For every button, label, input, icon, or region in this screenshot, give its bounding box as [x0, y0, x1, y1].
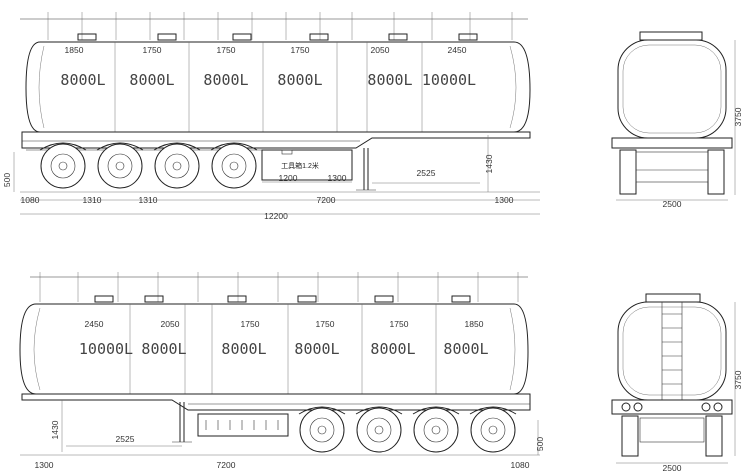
compartment-dim: 1750: [241, 319, 260, 329]
bottom-end-view: 3750 2500: [611, 293, 743, 473]
ladder: [661, 302, 683, 400]
handrail-posts: [47, 12, 513, 40]
compartment-dim: 1850: [65, 45, 84, 55]
wheels: [39, 142, 258, 189]
compartment-capacity: 8000L: [294, 340, 339, 358]
wheel: [154, 143, 200, 189]
end-view-height: 3750: [733, 107, 743, 126]
dim-1430: 1430: [50, 420, 60, 439]
compartment-capacity: 10000L: [79, 340, 133, 358]
compartment-dim: 1850: [465, 319, 484, 329]
compartment-dim: 1750: [143, 45, 162, 55]
toolbox-label: 工具箱1.2米: [281, 161, 319, 170]
dim-1080: 1080: [511, 460, 530, 470]
compartment-capacity: 8000L: [129, 71, 174, 89]
dim-500: 500: [535, 437, 545, 451]
compartment-dim: 2050: [161, 319, 180, 329]
compartment-capacity: 8000L: [141, 340, 186, 358]
chassis-frame: [21, 131, 531, 149]
handrail-posts: [39, 272, 519, 302]
dim-7200: 7200: [217, 460, 236, 470]
end-view-height: 3750: [733, 370, 743, 389]
landing-gear: [172, 402, 192, 443]
dim-2525: 2525: [116, 434, 135, 444]
compartment-dim: 1750: [217, 45, 236, 55]
compartment-partitions: [114, 42, 423, 132]
wheel: [299, 407, 345, 453]
compartment-dim: 1750: [316, 319, 335, 329]
compartment-capacity: 8000L: [367, 71, 412, 89]
manhole-covers: [94, 295, 471, 303]
compartment-dim: 1750: [291, 45, 310, 55]
dim-2525: 2525: [417, 168, 436, 178]
dim-1200: 1200: [279, 173, 298, 183]
dim-500: 500: [2, 173, 12, 187]
top-side-view: 1850 1750 1750 1750 2050 2450 8000L 8000…: [2, 12, 540, 221]
wheel: [40, 143, 86, 189]
dim-1300-front: 1300: [495, 195, 514, 205]
tank-end-shell: [617, 301, 727, 401]
compartment-dim: 2450: [85, 319, 104, 329]
end-frame: [611, 399, 733, 415]
compartment-capacity: 8000L: [277, 71, 322, 89]
manhole-covers: [77, 33, 478, 41]
dim-1300: 1300: [35, 460, 54, 470]
end-view-width: 2500: [663, 199, 682, 209]
wheel: [470, 407, 516, 453]
compartment-capacity: 8000L: [221, 340, 266, 358]
side-box: [197, 413, 289, 437]
top-end-view: 3750 2500: [611, 31, 743, 209]
dim-1080: 1080: [21, 195, 40, 205]
compartment-capacity: 8000L: [203, 71, 248, 89]
compartment-capacity: 10000L: [422, 71, 476, 89]
dim-12200: 12200: [264, 211, 288, 221]
wheel: [413, 407, 459, 453]
dim-1310: 1310: [83, 195, 102, 205]
dim-1430: 1430: [484, 154, 494, 173]
chassis-frame: [21, 393, 531, 411]
dim-1300-box: 1300: [328, 173, 347, 183]
end-frame: [611, 137, 733, 149]
tail-lights: [621, 402, 723, 412]
compartment-capacity: 8000L: [60, 71, 105, 89]
landing-gear: [356, 148, 376, 191]
toolbox: [261, 149, 353, 181]
dim-1310: 1310: [139, 195, 158, 205]
compartment-dim: 2450: [448, 45, 467, 55]
compartment-dim: 2050: [371, 45, 390, 55]
dim-7200: 7200: [317, 195, 336, 205]
compartment-capacity: 8000L: [443, 340, 488, 358]
bottom-side-view: 2450 2050 1750 1750 1750 1850 10000L 800…: [19, 272, 545, 470]
wheel: [211, 143, 257, 189]
compartment-dim: 1750: [390, 319, 409, 329]
wheel: [97, 143, 143, 189]
end-view-width: 2500: [663, 463, 682, 473]
compartment-capacity: 8000L: [370, 340, 415, 358]
tank-end-shell: [617, 39, 727, 139]
wheels: [298, 406, 517, 453]
compartment-partitions: [129, 304, 437, 394]
wheel: [356, 407, 402, 453]
